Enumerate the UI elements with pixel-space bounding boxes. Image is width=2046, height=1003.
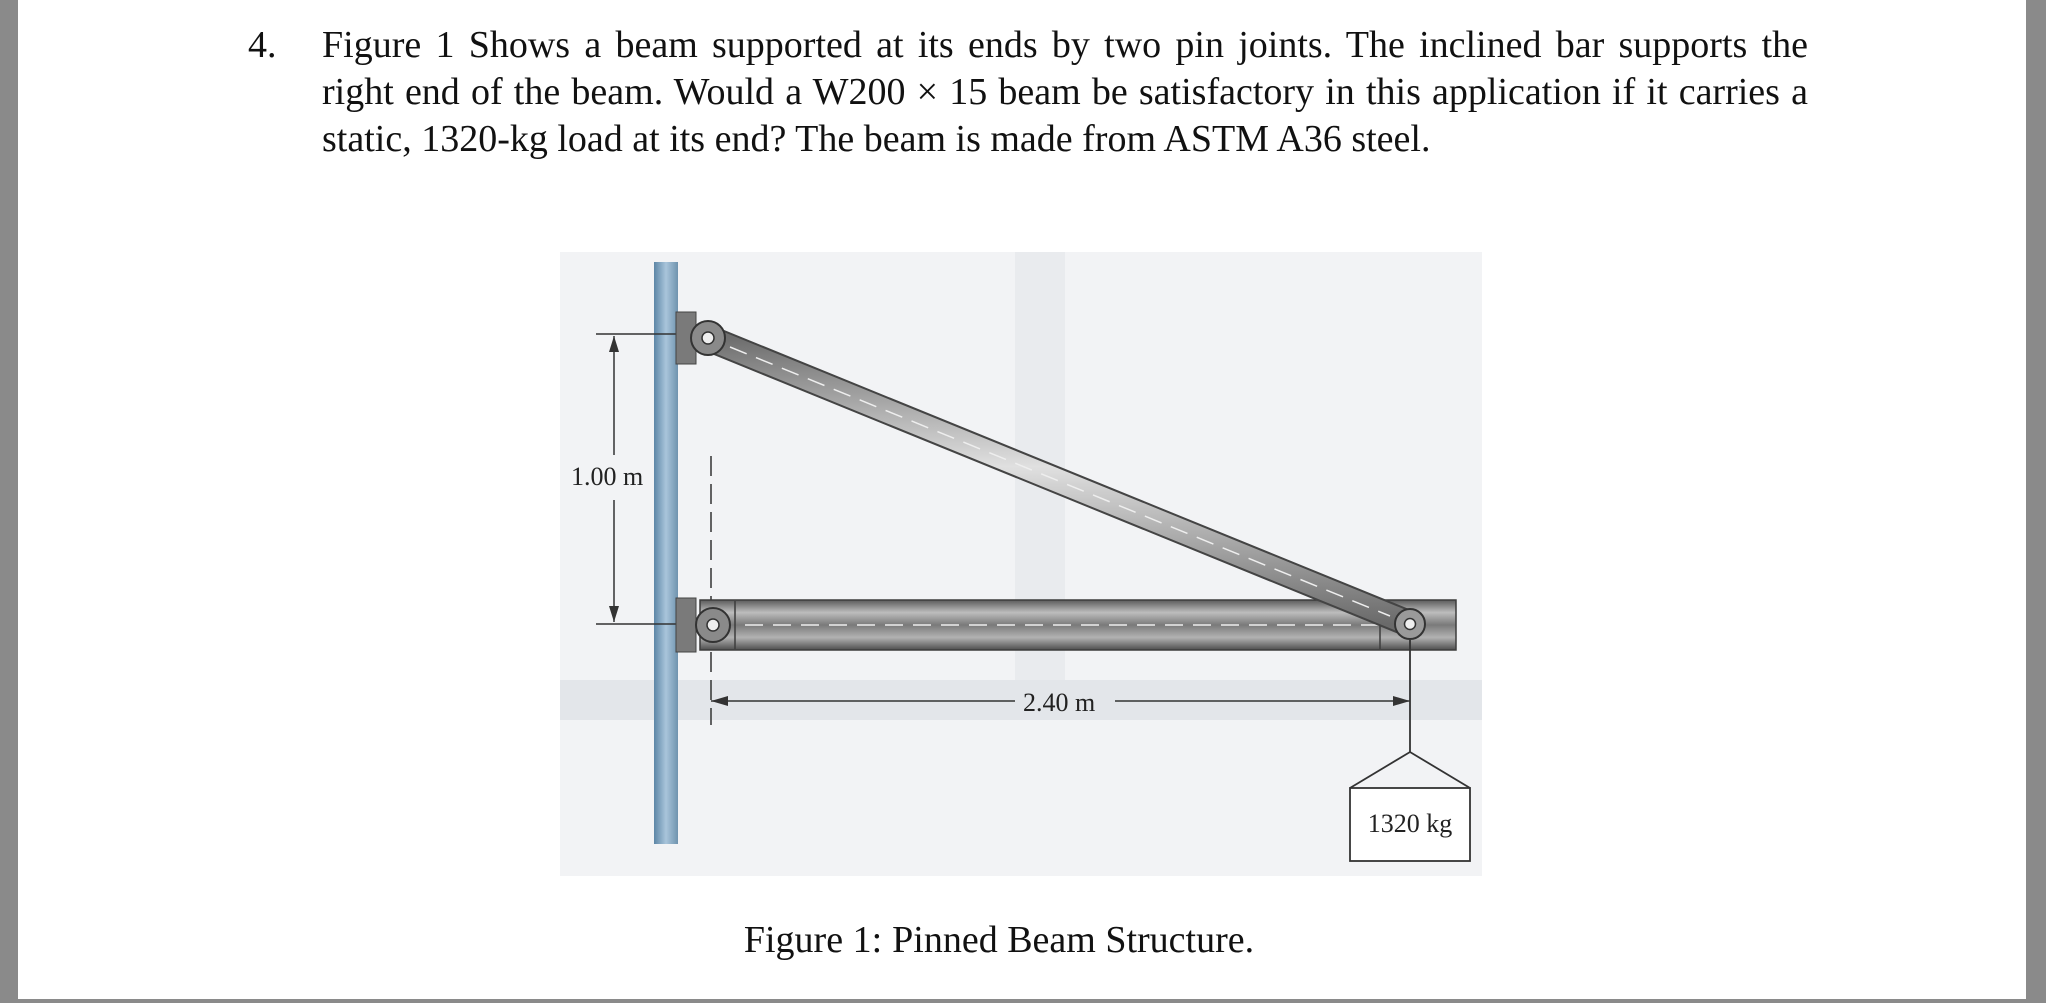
problem-number: 4. <box>248 24 277 66</box>
figure-caption: Figure 1:Pinned Beam Structure. <box>0 918 2008 962</box>
load-label: 1320 kg <box>1368 809 1453 838</box>
inclined-bar <box>696 326 1422 636</box>
height-label: 1.00 m <box>571 462 643 491</box>
figure-1: 1.00 m <box>0 252 2008 962</box>
problem-statement: 4. Figure 1 Shows a beam supported at it… <box>248 22 1808 163</box>
span-label: 2.40 m <box>1023 688 1095 717</box>
lower-pin <box>695 607 731 643</box>
scan-background-band <box>560 680 1482 720</box>
beam-w200 <box>699 599 1457 651</box>
end-pin <box>1394 608 1426 640</box>
wall <box>654 262 678 844</box>
problem-text: Figure 1 Shows a beam supported at its e… <box>322 24 1808 160</box>
caption-prefix: Figure 1: <box>743 919 883 961</box>
lower-bracket <box>675 597 697 653</box>
hanging-load: 1320 kg <box>1349 640 1471 862</box>
upper-pin <box>690 320 726 356</box>
span-dimension: 2.40 m <box>711 688 1410 717</box>
caption-text: Pinned Beam Structure. <box>892 919 1255 961</box>
bar-centerline <box>729 346 1391 617</box>
height-dimension: 1.00 m <box>571 333 690 625</box>
